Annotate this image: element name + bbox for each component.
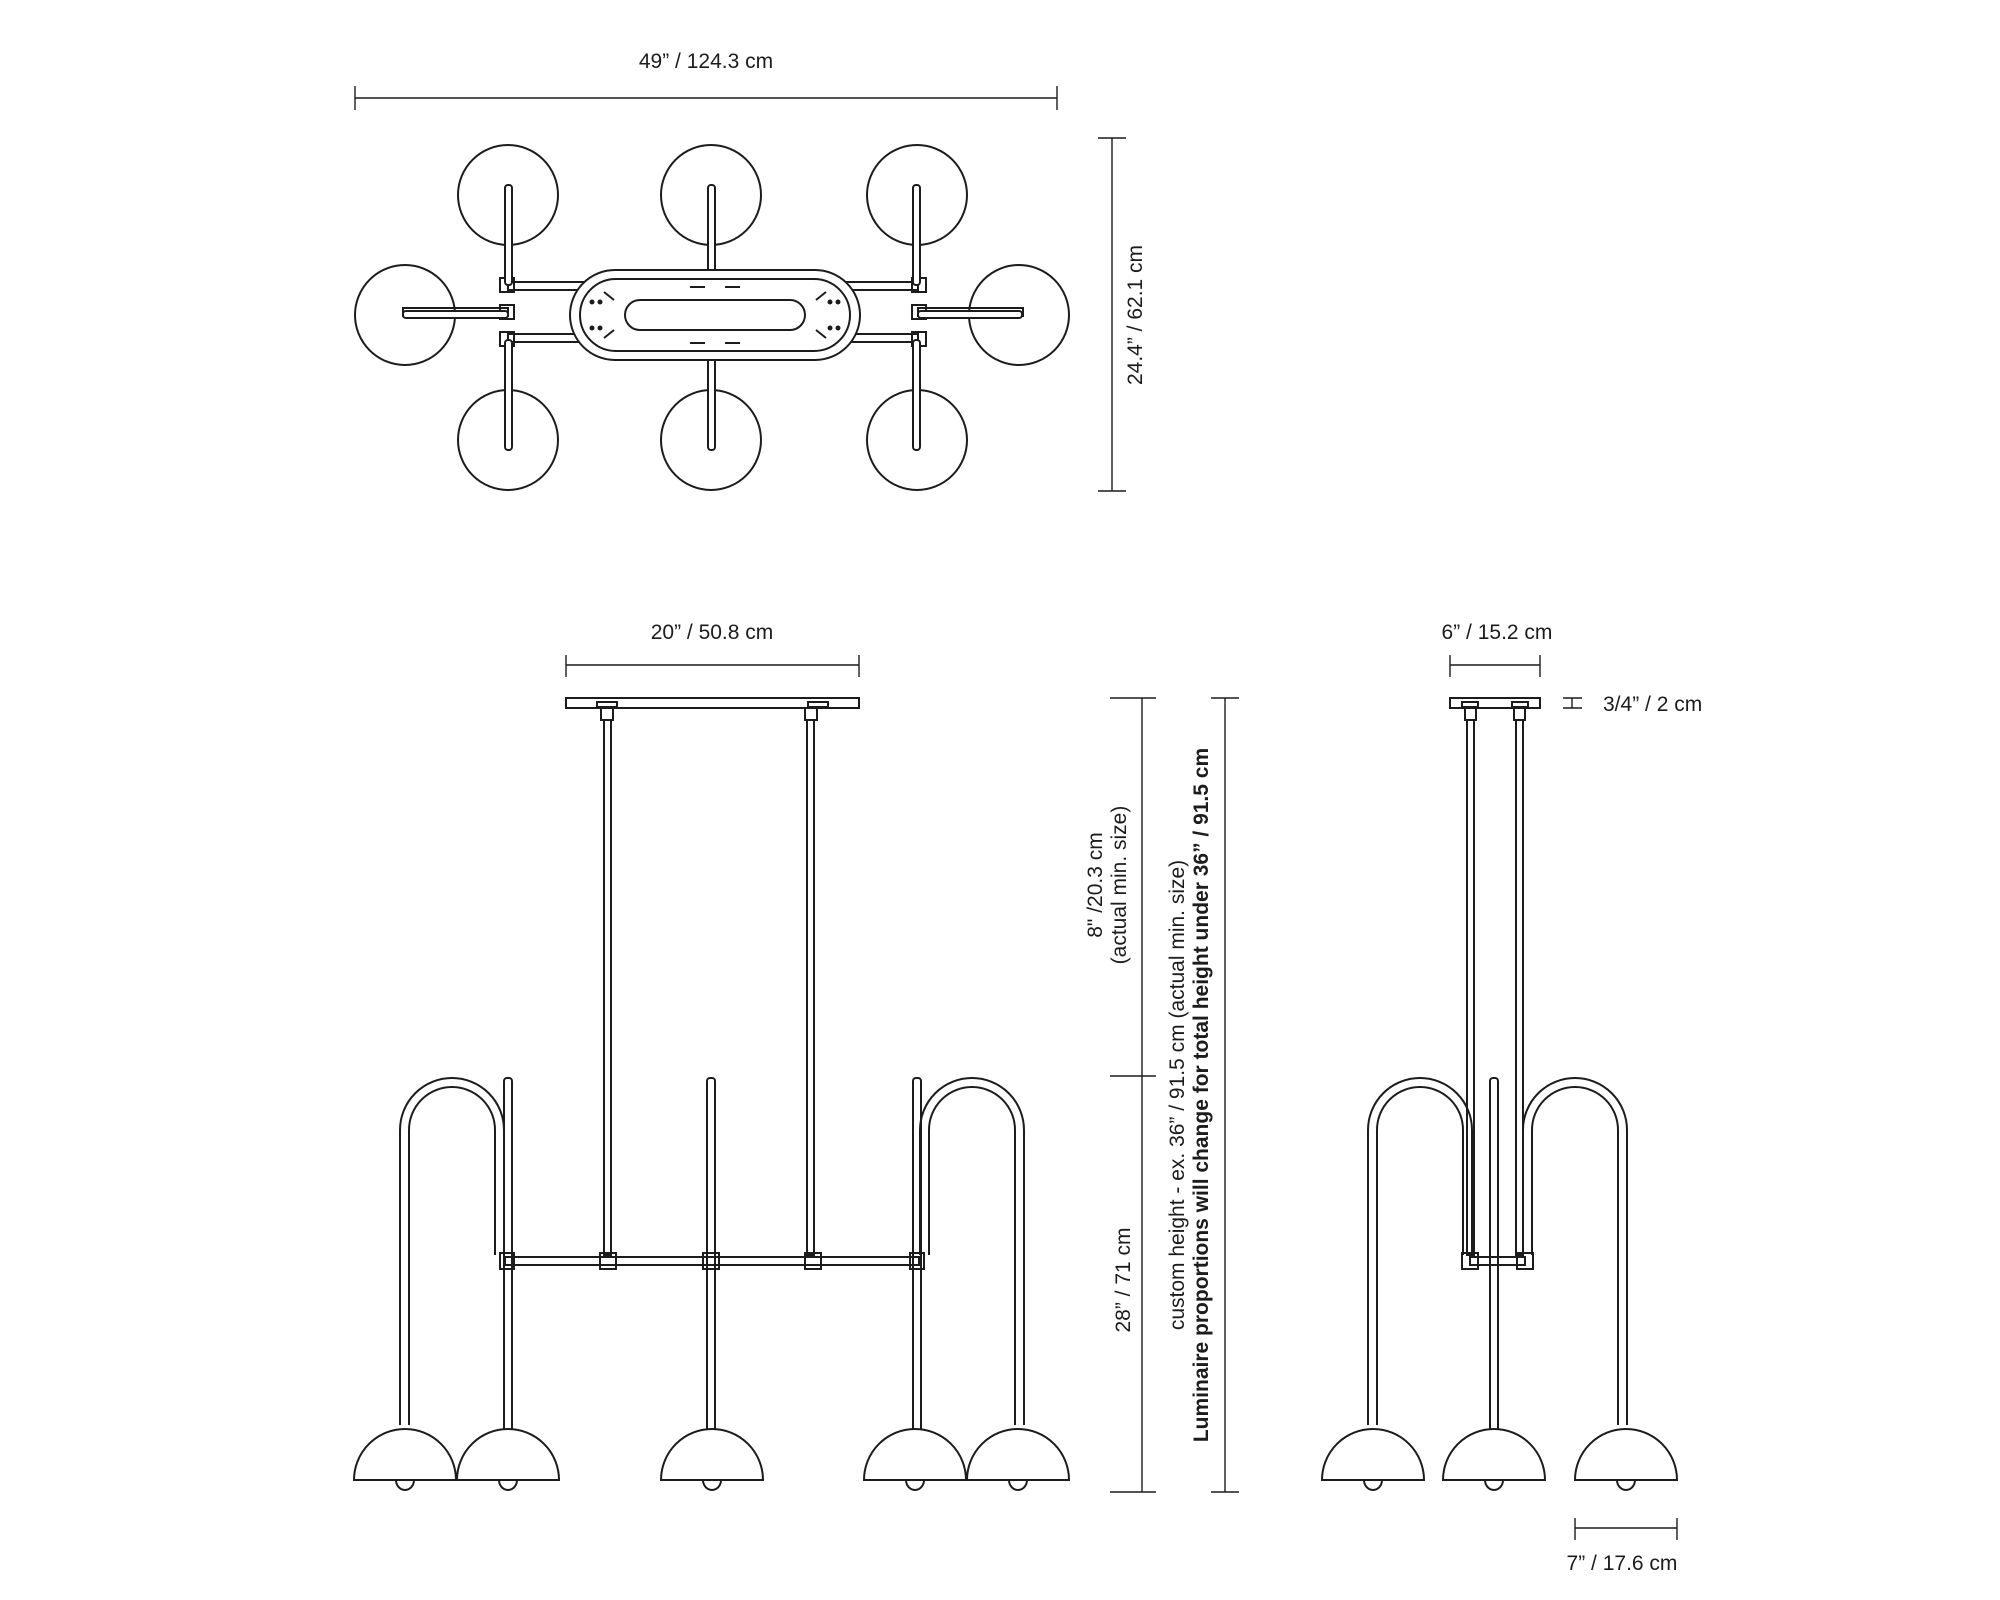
side-canopy-label: 6” / 15.2 cm [1442, 621, 1553, 644]
side-suspension-rods [1466, 719, 1524, 1256]
front-view: 20” / 50.8 cm [352, 621, 1239, 1493]
front-canopy [565, 697, 860, 721]
side-arched-arms [1367, 1077, 1628, 1425]
front-straight-arms [503, 1077, 922, 1434]
shade [1573, 1428, 1679, 1481]
front-crossbar [499, 1252, 925, 1270]
front-body-label: 28” / 71 cm [1112, 1227, 1135, 1332]
side-view: 6” / 15.2 cm 3/4” / 2 cm [1320, 621, 1702, 1575]
top-width-label: 49” / 124.3 cm [639, 50, 773, 73]
front-arched-arms [399, 1077, 1025, 1425]
front-stem-label-line2: (actual min. size) [1108, 806, 1131, 965]
front-canopy-label: 20” / 50.8 cm [651, 621, 774, 644]
top-depth-dimension: 24.4” / 62.1 cm [1098, 137, 1147, 492]
front-total-label-line2: Luminaire proportions will change for to… [1190, 748, 1213, 1442]
top-width-dimension: 49” / 124.3 cm [354, 50, 1058, 110]
front-shades [352, 1428, 1071, 1491]
side-shades [1320, 1428, 1679, 1491]
side-shade-dimension: 7” / 17.6 cm [1567, 1518, 1678, 1575]
side-shade-label: 7” / 17.6 cm [1567, 1552, 1678, 1575]
shade [1441, 1428, 1547, 1481]
side-canopy-thickness-label: 3/4” / 2 cm [1603, 693, 1702, 716]
front-height-dimensions: 8" /20.3 cm (actual min. size) 28” / 71 … [1084, 697, 1239, 1493]
front-total-label-line1: custom height - ex. 36” / 91.5 cm (actua… [1166, 860, 1189, 1330]
front-suspension-rods [603, 719, 815, 1256]
shade [1320, 1428, 1426, 1481]
top-canopy [569, 269, 861, 361]
shade [659, 1428, 765, 1481]
shade [862, 1428, 968, 1481]
top-arms [402, 184, 1023, 451]
shade [965, 1428, 1071, 1481]
side-canopy-dimension: 6” / 15.2 cm [1442, 621, 1553, 677]
side-canopy-thickness-dimension: 3/4” / 2 cm [1563, 693, 1702, 716]
shade [455, 1428, 561, 1481]
side-canopy [1449, 697, 1541, 721]
shade [352, 1428, 458, 1481]
top-depth-label: 24.4” / 62.1 cm [1124, 245, 1147, 385]
top-view: 49” / 124.3 cm 24.4” / 62.1 cm [354, 50, 1147, 492]
front-canopy-dimension: 20” / 50.8 cm [565, 621, 860, 677]
front-stem-label-line1: 8" /20.3 cm [1084, 832, 1107, 938]
